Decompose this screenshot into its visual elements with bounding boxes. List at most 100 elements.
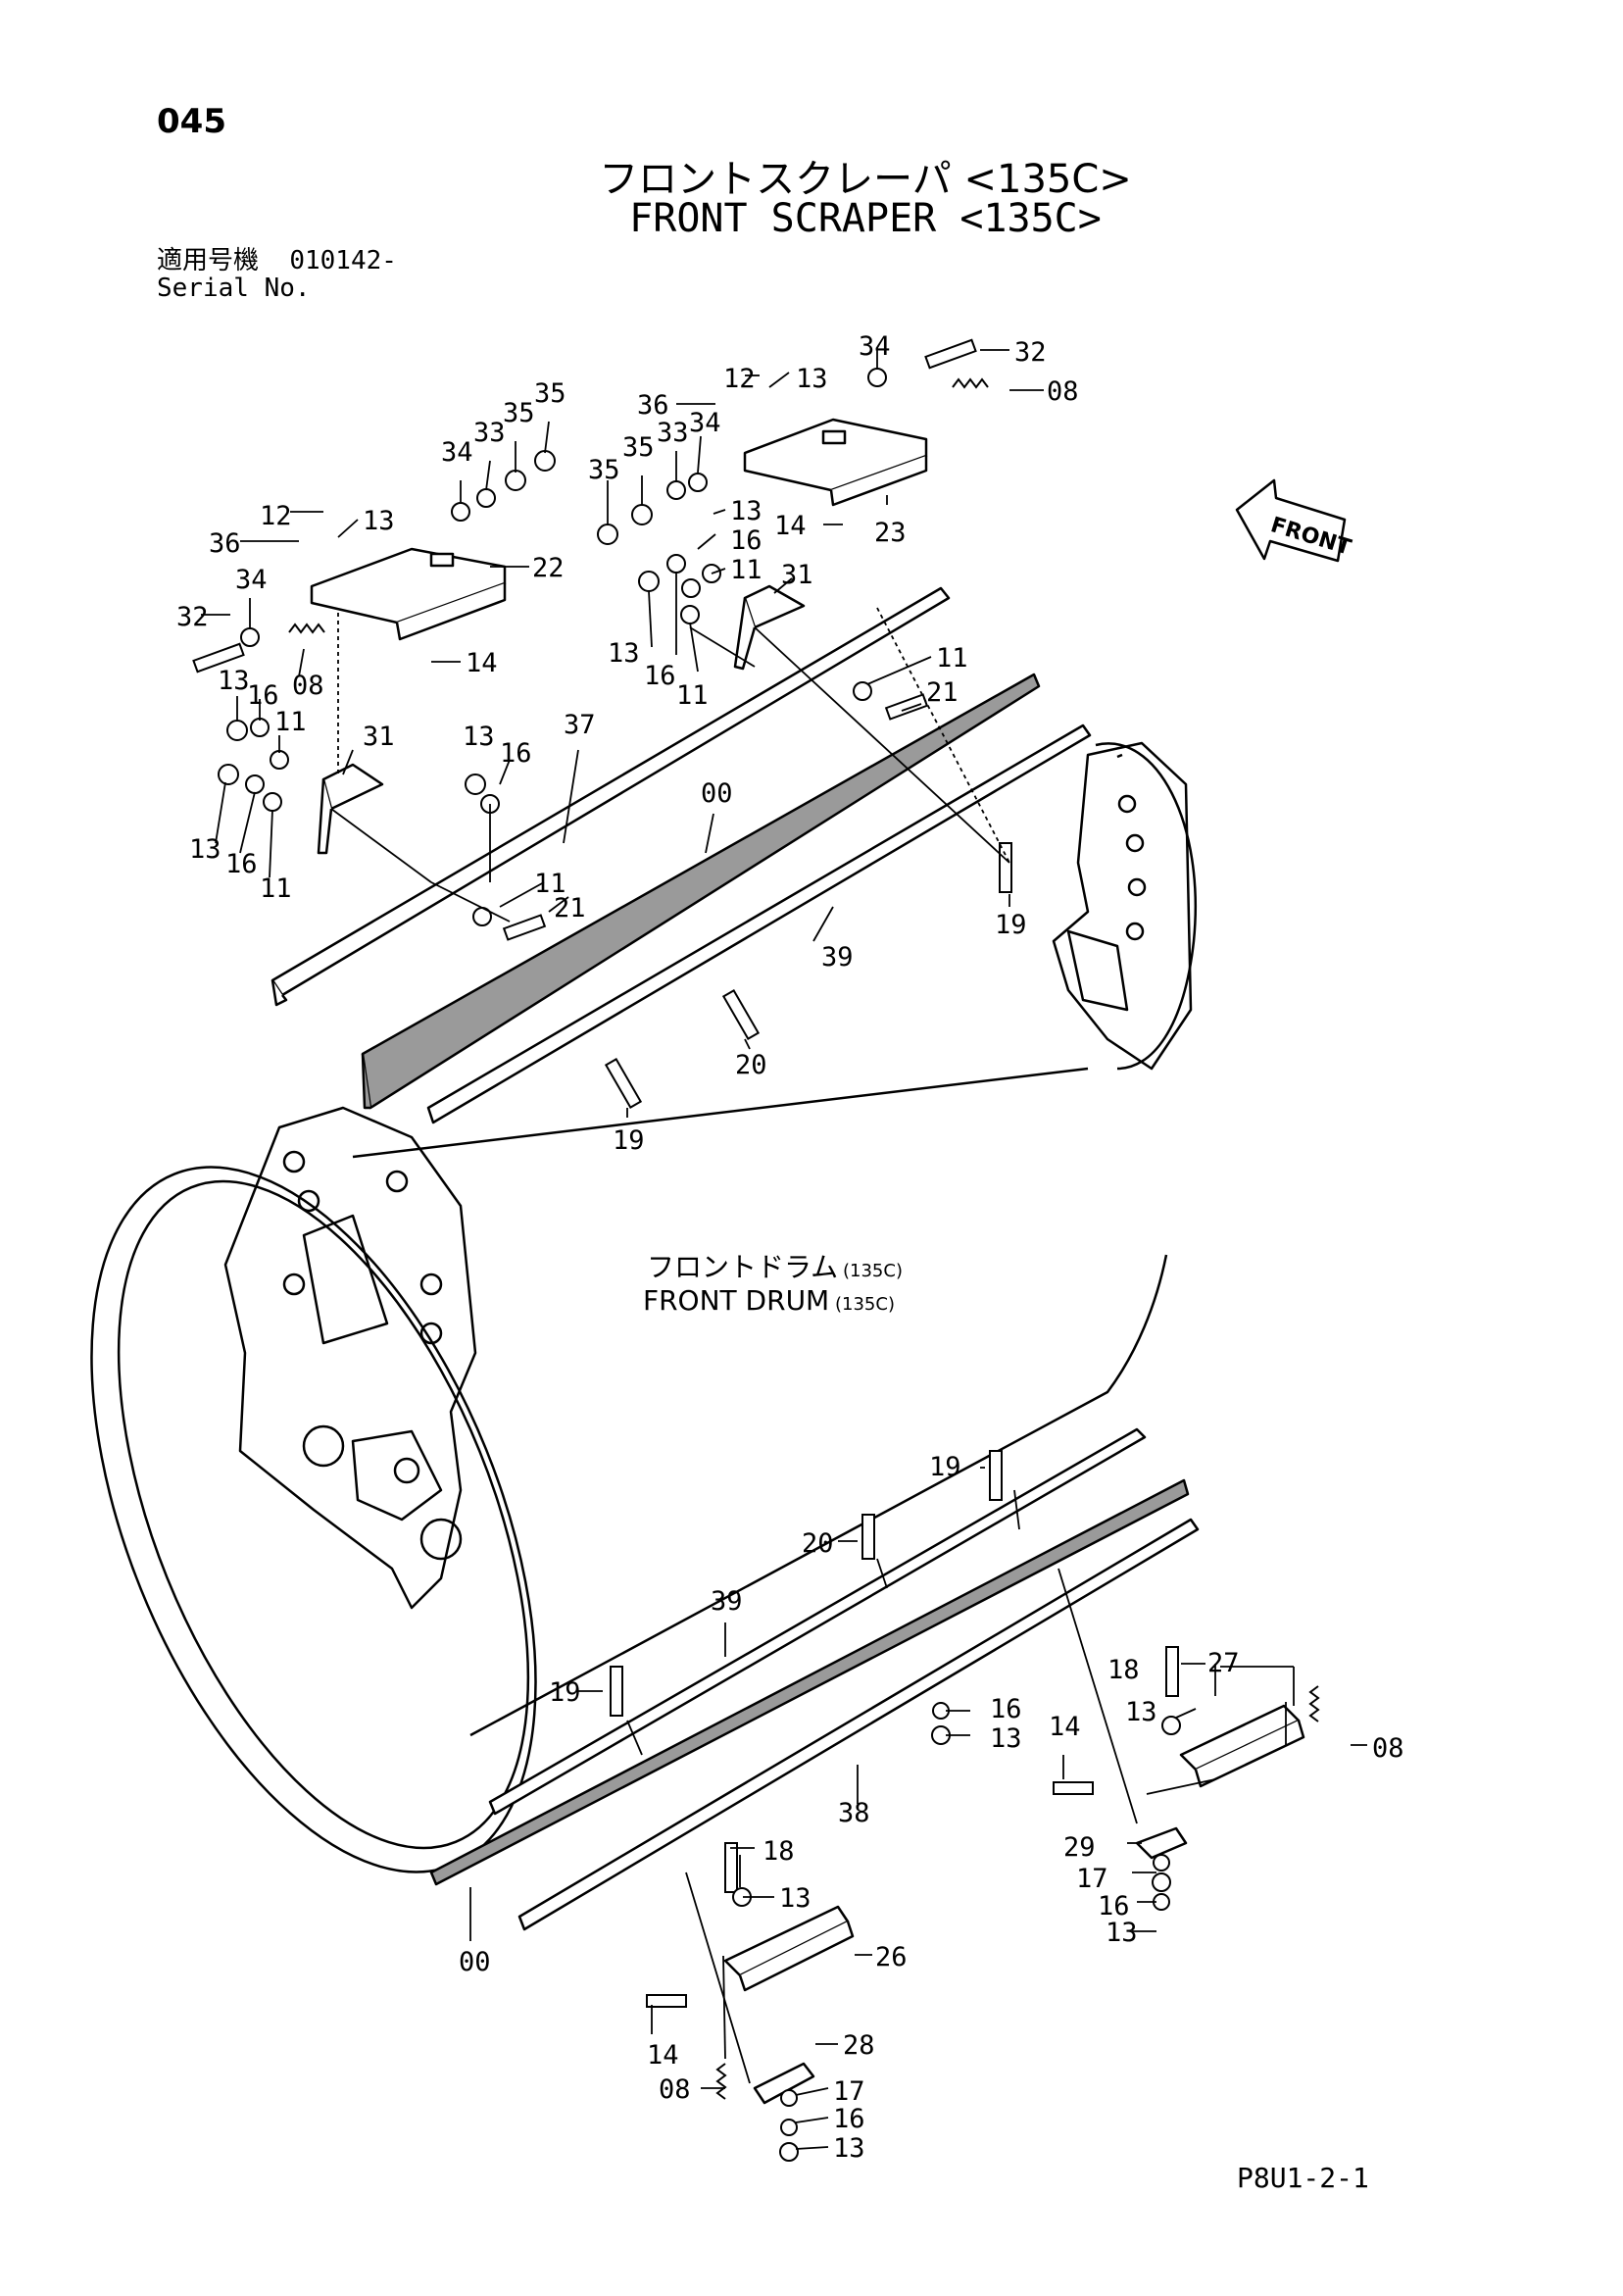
near-plate-hole [393, 1457, 420, 1484]
callout-13: 13 [1106, 1918, 1138, 1948]
callout-19: 19 [549, 1677, 581, 1708]
near-plate-hole [297, 1189, 320, 1213]
callout-08: 08 [1372, 1733, 1404, 1764]
callout-32: 32 [176, 602, 209, 632]
near-plate-slot [302, 1214, 389, 1345]
near-plate-hole [419, 1273, 443, 1296]
callout-22: 22 [532, 553, 565, 583]
nut-icon [226, 720, 248, 741]
callout-21: 21 [554, 893, 586, 923]
washer-icon [780, 2089, 798, 2107]
scraper-blade-00-lower [429, 1478, 1190, 1886]
callout-14: 14 [1049, 1712, 1081, 1742]
callout-13: 13 [779, 1883, 812, 1914]
washer-icon [240, 627, 260, 647]
serial-label-jp: 適用号機 [157, 246, 260, 275]
bolt-icon [604, 1057, 643, 1110]
callout-16: 16 [833, 2104, 865, 2134]
callout-16: 16 [1098, 1891, 1130, 1922]
lower-scraper-assembly [429, 1427, 1200, 1931]
callout-19: 19 [613, 1125, 645, 1156]
callout-11: 11 [260, 873, 292, 904]
bolt-icon [610, 1666, 623, 1717]
callout-21: 21 [926, 677, 959, 708]
callout-35: 35 [534, 378, 566, 409]
callout-16: 16 [247, 680, 279, 711]
callout-13: 13 [463, 722, 495, 752]
callout-16: 16 [225, 849, 258, 879]
nut-icon [534, 450, 556, 472]
callout-35: 35 [503, 398, 535, 428]
bolt-icon [1165, 1646, 1179, 1697]
washer-icon [245, 774, 265, 794]
callout-39: 39 [821, 942, 854, 973]
callout-11: 11 [676, 680, 709, 711]
lever-28 [753, 2062, 815, 2105]
callout-13: 13 [608, 638, 640, 669]
bolt-icon [646, 1994, 687, 2008]
bolt-icon [999, 842, 1012, 893]
retainer-bar-39-lower [488, 1427, 1147, 1816]
bracket-26 [723, 1905, 855, 2105]
callout-33: 33 [473, 418, 506, 448]
serial-info: 適用号機 010142- Serial No. [157, 247, 397, 302]
callout-19: 19 [995, 910, 1027, 940]
nut-icon [779, 2142, 799, 2162]
callout-18: 18 [1107, 1655, 1140, 1685]
callout-20: 20 [802, 1528, 834, 1559]
callout-17: 17 [833, 2076, 865, 2107]
callout-27: 27 [1207, 1648, 1240, 1678]
upper-scraper-assembly [270, 586, 1092, 1124]
drum-label-jp: フロントドラム [647, 1251, 838, 1283]
callout-13: 13 [833, 2133, 865, 2164]
callout-08: 08 [659, 2074, 691, 2105]
washer-icon [666, 480, 686, 500]
nut-icon [597, 524, 618, 545]
drum-label-en: FRONT DRUM [643, 1284, 829, 1317]
page-number: 045 [157, 102, 226, 141]
callout-16: 16 [500, 738, 532, 769]
callout-36: 36 [637, 390, 669, 421]
callout-11: 11 [274, 707, 307, 737]
callout-14: 14 [647, 2040, 679, 2071]
callout-16: 16 [990, 1694, 1022, 1724]
far-plate-hole [1125, 833, 1145, 853]
callout-28: 28 [843, 2030, 875, 2061]
spring-icon [952, 377, 989, 389]
nut-icon [465, 774, 486, 795]
callout-11: 11 [534, 869, 566, 899]
far-plate-bracket [1066, 929, 1129, 1012]
bracket-arm-31 [321, 763, 384, 811]
title-japanese: フロントスクレーパ <135C> [599, 157, 1132, 202]
callout-08: 08 [1047, 376, 1079, 407]
callout-13: 13 [218, 666, 250, 696]
callout-13: 13 [363, 506, 395, 536]
bolt-icon [1053, 1781, 1094, 1795]
drum-near-rim-inner [117, 1179, 530, 1850]
nut-icon [638, 571, 660, 592]
far-mount-plate [1052, 741, 1193, 1071]
near-plate-hole [282, 1273, 306, 1296]
bracket-tab [429, 552, 455, 568]
retainer-bar-39 [426, 724, 1092, 1124]
callout-numbers: 35 35 33 34 12 13 36 34 22 32 08 14 13 1… [176, 331, 1404, 2164]
washer-icon [867, 368, 887, 387]
leader-lines [201, 348, 1367, 2150]
callout-13: 13 [990, 1723, 1022, 1754]
washer-icon [270, 750, 289, 770]
callout-19: 19 [929, 1452, 961, 1482]
bolt-icon [724, 1842, 738, 1893]
callout-00: 00 [459, 1947, 491, 1977]
washer-icon [853, 681, 872, 701]
callout-13: 13 [189, 834, 221, 865]
callout-18: 18 [762, 1836, 795, 1867]
far-plate-hole [1125, 922, 1145, 941]
near-mount-plate [223, 1106, 477, 1610]
bolt-icon [989, 1450, 1003, 1501]
holder-bar-38 [517, 1518, 1200, 1931]
callout-13: 13 [730, 496, 762, 526]
callout-20: 20 [735, 1050, 767, 1080]
callout-34: 34 [235, 565, 268, 595]
bolt-icon [721, 988, 761, 1041]
